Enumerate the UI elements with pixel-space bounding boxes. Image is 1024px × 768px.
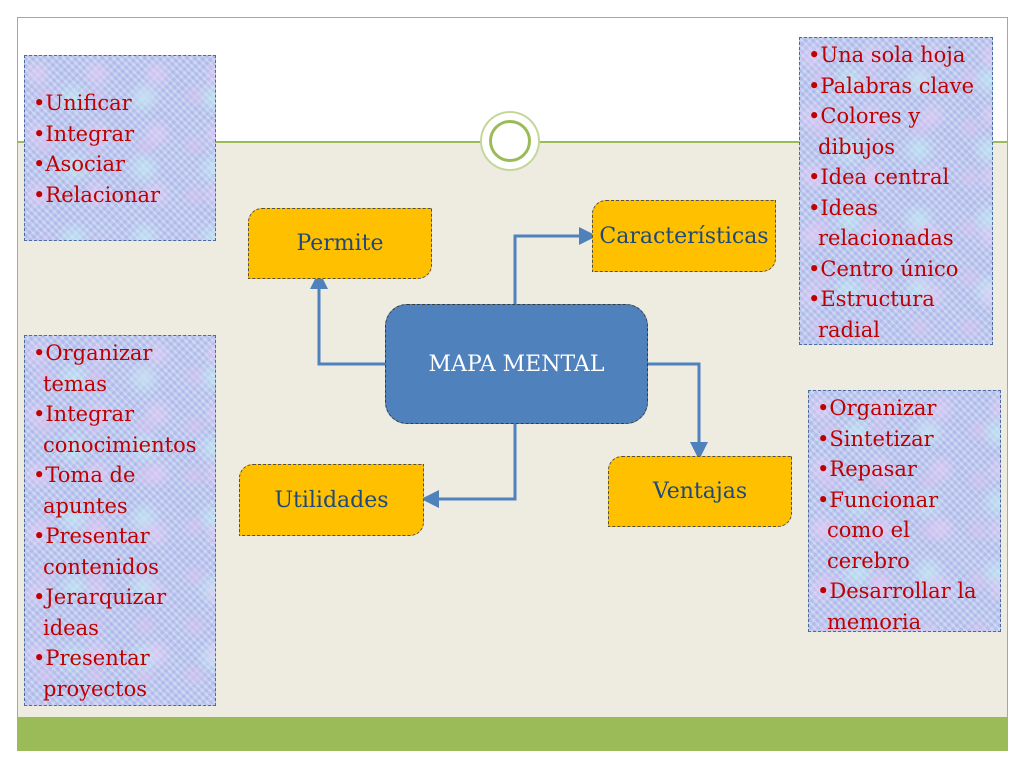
list-item: Asociar (33, 149, 211, 180)
list-item: Centro único (808, 254, 988, 285)
node-utilidades-label: Utilidades (274, 487, 389, 513)
connector-to-permite (310, 271, 388, 366)
list-item: Organizar temas (33, 338, 211, 399)
node-permite-label: Permite (296, 231, 384, 256)
connector-to-caracteristicas (513, 227, 597, 304)
footer-band (17, 717, 1008, 751)
list-item: Funcionar como el cerebro (817, 485, 996, 577)
list-item: Integrar (33, 119, 211, 150)
node-ventajas: Ventajas (608, 456, 792, 527)
list-item: Relacionar (33, 180, 211, 211)
list-item: Palabras clave (808, 71, 988, 102)
list-item: Presentar contenidos (33, 521, 211, 582)
list-item: Una sola hoja (808, 40, 988, 71)
list-item: Unificar (33, 88, 211, 119)
central-node-label: MAPA MENTAL (428, 351, 605, 377)
node-caracteristicas-label: Características (599, 223, 769, 249)
list-item: Toma de apuntes (33, 460, 211, 521)
list-item: Jerarquizar ideas (33, 582, 211, 643)
list-item: Presentar proyectos (33, 643, 211, 704)
ring-ornament-icon (482, 113, 538, 169)
list-item: Ideas relacionadas (808, 193, 988, 254)
list-item: Estructura radial (808, 284, 988, 345)
list-item: Organizar (817, 393, 996, 424)
list-box-permite: Unificar Integrar Asociar Relacionar (24, 55, 216, 241)
node-ventajas-label: Ventajas (652, 479, 748, 504)
list-item: Idea central (808, 162, 988, 193)
list-box-caracteristicas: Una sola hoja Palabras clave Colores y d… (799, 37, 993, 345)
node-utilidades: Utilidades (239, 464, 424, 536)
list-item: Desarrollar la memoria (817, 576, 996, 637)
node-permite: Permite (248, 208, 432, 279)
node-caracteristicas: Características (592, 200, 776, 272)
list-box-utilidades: Organizar temas Integrar conocimientos T… (24, 335, 216, 706)
list-box-ventajas: Organizar Sintetizar Repasar Funcionar c… (808, 390, 1001, 634)
list-item: Colores y dibujos (808, 101, 988, 162)
list-item: Repasar (817, 454, 996, 485)
central-node: MAPA MENTAL (385, 304, 648, 424)
connector-to-utilidades (421, 424, 517, 508)
connector-to-ventajas (645, 362, 708, 460)
list-item: Integrar conocimientos (33, 399, 211, 460)
list-item: Sintetizar (817, 424, 996, 455)
